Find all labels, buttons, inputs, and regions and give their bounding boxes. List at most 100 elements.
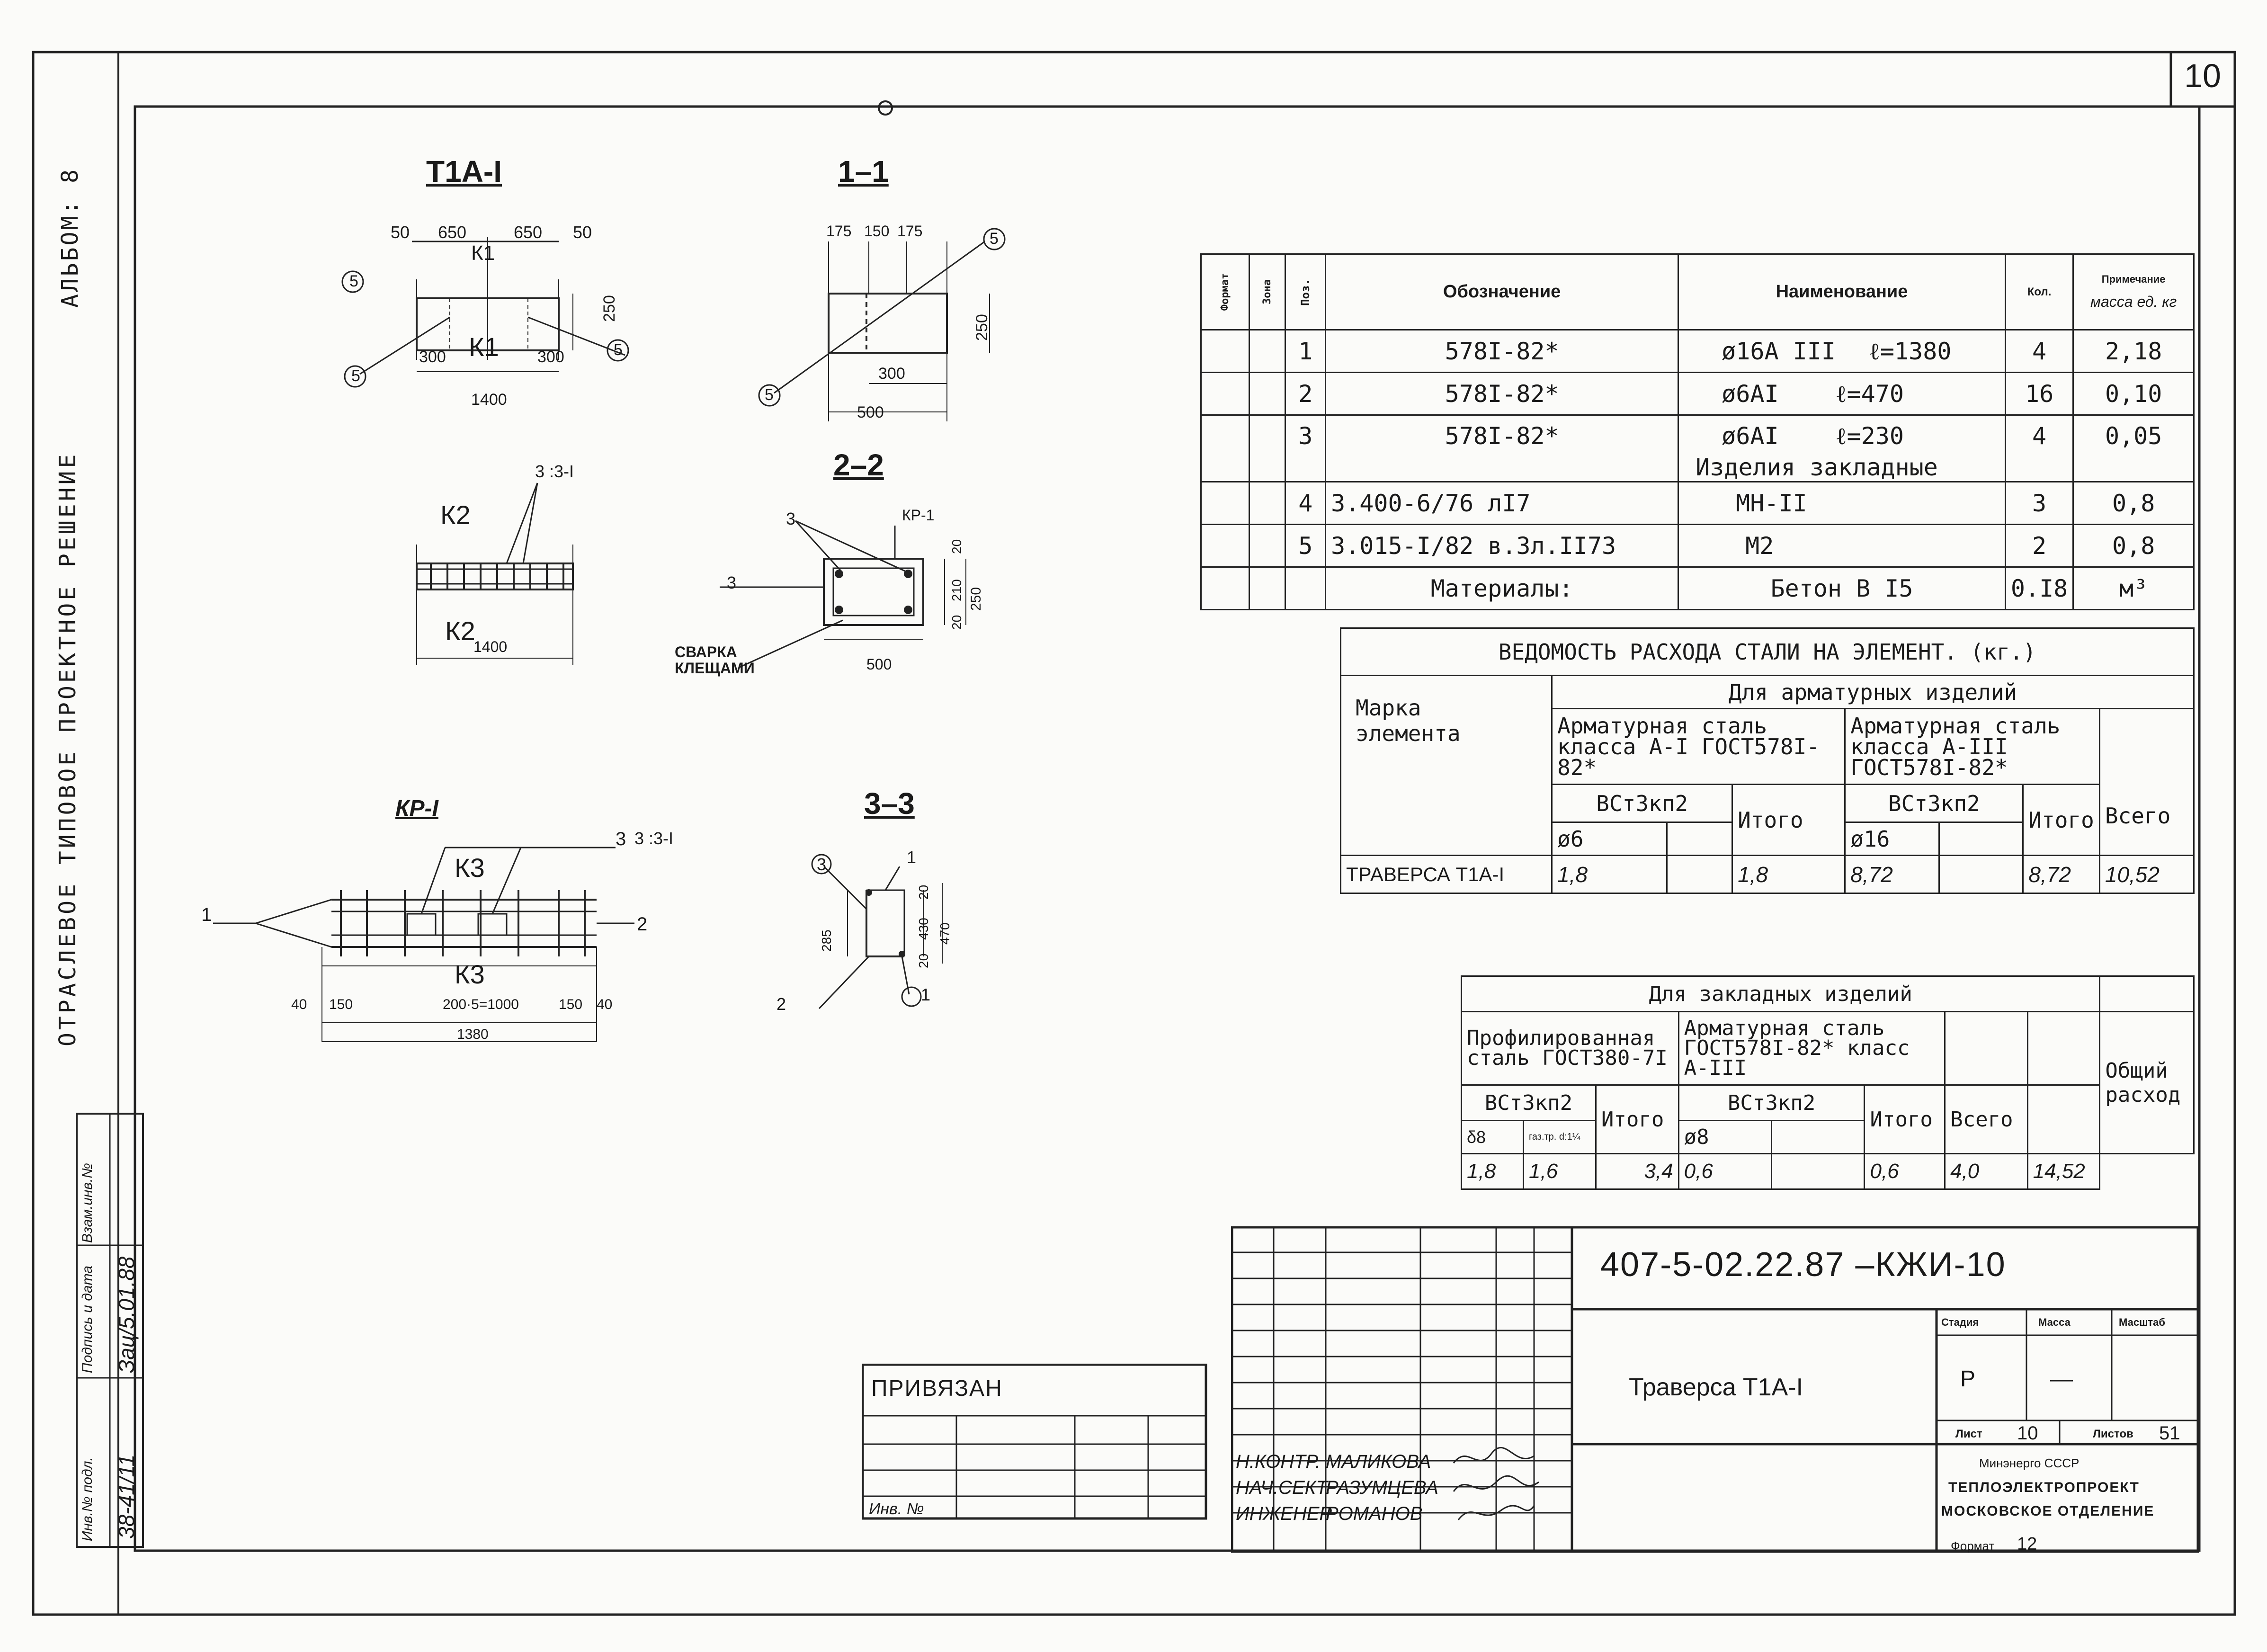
view-kp1-mark-2: 2 xyxy=(637,914,648,935)
embedded-grade-2: ВСт3кп2 xyxy=(1678,1084,1865,1121)
embedded-val-5: 0,6 xyxy=(1864,1153,1946,1190)
spec-designation: 3.400-6/76 лI7 xyxy=(1325,481,1679,525)
view-k2-mark-top: К2 xyxy=(440,500,471,530)
embedded-val-4: 0,6 xyxy=(1678,1153,1773,1190)
spec-qty: 3 xyxy=(2004,481,2074,525)
section-1-1-dim-top-3: 175 xyxy=(897,223,923,240)
steel-grade-2: ВСт3кп2 xyxy=(1844,784,2024,823)
view-t1a1-mark-k1: К1 xyxy=(469,332,499,362)
view-t1a1-mark-5c: 5 xyxy=(614,341,623,359)
view-t1a1-mark-k1-top: К1 xyxy=(471,241,495,265)
steel-val-total: 10,52 xyxy=(2098,855,2195,894)
embedded-vsego: Всего xyxy=(1944,1084,2028,1154)
spec-materials-unit: м³ xyxy=(2072,566,2195,610)
view-t1a1-dim-top-4: 50 xyxy=(573,223,592,242)
view-kp1-dim-3: 200·5=1000 xyxy=(443,997,519,1012)
embedded-val-3: 3,4 xyxy=(1595,1153,1679,1190)
embedded-sub-2: газ.тр. d:1¼ xyxy=(1523,1120,1597,1154)
section-2-2-drawing xyxy=(720,520,966,669)
spec-pos: 4 xyxy=(1285,481,1327,525)
section-3-3-dim-430: 430 xyxy=(916,918,931,940)
steel-grade-1: ВСт3кп2 xyxy=(1551,784,1733,823)
side-stamp-value-sign: Зац/5.01.88 xyxy=(114,1256,139,1373)
spec-row-4: 4 3.400-6/76 лI7 МН-II 3 0,8 xyxy=(1200,481,2195,525)
view-t1a1-dim-overall: 1400 xyxy=(471,391,507,409)
view-k2-callout: 3 :3-I xyxy=(535,462,574,481)
embedded-val-7: 14,52 xyxy=(2026,1153,2101,1190)
view-t1a1-dim-top-2: 650 xyxy=(438,223,467,242)
section-1-1-dim-inner: 300 xyxy=(878,365,905,383)
side-stamp-label-sign: Подпись и дата xyxy=(80,1266,95,1373)
section-2-2-mark-3a: 3 xyxy=(786,509,796,528)
vertical-title: ОТРАСЛЕВОЕ ТИПОВОЕ ПРОЕКТНОЕ РЕШЕНИЕ xyxy=(54,451,81,1046)
section-2-2-title: 2–2 xyxy=(833,448,884,482)
section-1-1-dim-overall: 500 xyxy=(857,403,884,421)
view-kp1-mark-k3-bottom: К3 xyxy=(455,959,485,989)
album-label: АЛЬБОМ: 8 xyxy=(57,167,83,308)
title-block-code: 407-5-02.22.87 –КЖИ-10 xyxy=(1600,1246,2006,1284)
side-stamp-label-replace: Взам.инв.№ xyxy=(80,1163,95,1243)
title-block-sheet-label: Лист xyxy=(1955,1428,1982,1440)
title-block-sheets: 51 xyxy=(2159,1423,2180,1444)
spec-note: 0,05 xyxy=(2072,414,2195,482)
view-t1a1-dim-bl: 300 xyxy=(419,348,446,366)
title-block-title: Траверса Т1А-I xyxy=(1629,1374,1803,1401)
title-block-org-3: МОСКОВСКОЕ ОТДЕЛЕНИЕ xyxy=(1941,1503,2155,1519)
section-3-3-title: 3–3 xyxy=(864,786,915,821)
spec-col-qty: Кол. xyxy=(2004,253,2074,330)
sign-name-3: РОМАНОВ xyxy=(1326,1503,1423,1524)
view-t1a1-mark-5a: 5 xyxy=(349,272,358,290)
title-block-org-2: ТЕПЛОЭЛЕКТРОПРОЕКТ xyxy=(1948,1480,2140,1495)
side-stamp-grid xyxy=(76,1113,144,1548)
spec-qty: 2 xyxy=(2004,524,2074,568)
view-t1a1-dim-top-3: 650 xyxy=(514,223,543,242)
title-block-grid xyxy=(1231,1226,2199,1553)
steel-vsego: Всего xyxy=(2098,708,2195,856)
view-kp1-dim-2: 150 xyxy=(329,997,353,1012)
steel-row-header: Марка элемента xyxy=(1339,675,1553,856)
embedded-d-rebar: ø8 xyxy=(1678,1120,1773,1154)
embedded-col-rebar: Арматурная сталь ГОСТ578I-82* класс А-II… xyxy=(1678,1011,1946,1086)
section-3-3-mark-1a: 1 xyxy=(907,848,917,867)
embedded-itogo-2: Итого xyxy=(1864,1084,1946,1154)
spec-embedded-header: Изделия закладные xyxy=(1696,454,1938,481)
spec-name: М2 xyxy=(1678,524,2006,568)
privyazan-grid xyxy=(862,1364,1207,1520)
title-block-mass-header: Масса xyxy=(2038,1316,2071,1328)
steel-itogo-2: Итого xyxy=(2022,784,2100,856)
section-3-3-mark-2: 2 xyxy=(776,994,786,1014)
section-3-3-dim-470: 470 xyxy=(937,922,952,945)
embedded-values-row: 1,8 1,6 3,4 0,6 0,6 4,0 14,52 xyxy=(1460,1153,2194,1190)
view-t1a1-dim-top-1: 50 xyxy=(391,223,410,242)
section-3-3-mark-3: 3 xyxy=(817,855,827,874)
privyazan-inv-label: Инв. № xyxy=(869,1500,924,1518)
section-2-2-dim-3: 20 xyxy=(949,615,964,630)
section-3-3-dim-285: 285 xyxy=(819,929,834,952)
section-2-2-dim-2: 210 xyxy=(949,579,964,601)
view-t1a1-title: Т1А-I xyxy=(426,154,502,188)
spec-qty: 16 xyxy=(2004,372,2074,416)
steel-col-a3: Арматурная сталь класса А-III ГОСТ578I-8… xyxy=(1844,708,2100,785)
view-kp1-dim-4: 150 xyxy=(559,997,583,1012)
embedded-table: Для закладных изделий Профилированная ст… xyxy=(1460,975,2195,1190)
embedded-col-total: Общий расход xyxy=(2099,1011,2195,1154)
view-kp1-title: КР-I xyxy=(395,796,438,821)
spec-pos: 2 xyxy=(1285,372,1327,416)
view-k2-drawing xyxy=(416,482,574,665)
spec-note: 0,8 xyxy=(2072,481,2195,525)
spec-col-pos: Поз. xyxy=(1285,253,1327,330)
view-kp1-dim-5: 40 xyxy=(597,997,613,1012)
section-1-1-drawing xyxy=(758,228,1006,421)
spec-materials-label: Материалы: xyxy=(1325,566,1679,610)
view-t1a1-mark-5b: 5 xyxy=(351,367,360,385)
view-kp1-mark-1: 1 xyxy=(201,904,212,925)
title-block-mass: — xyxy=(2050,1366,2073,1392)
spec-materials-qty: 0.I8 xyxy=(2004,566,2074,610)
steel-val-itogo-2: 8,72 xyxy=(2022,855,2100,894)
spec-col-note-sub: масса ед. кг xyxy=(2090,293,2177,310)
section-2-2-note: СВАРКА КЛЕЩАМИ xyxy=(675,643,755,677)
